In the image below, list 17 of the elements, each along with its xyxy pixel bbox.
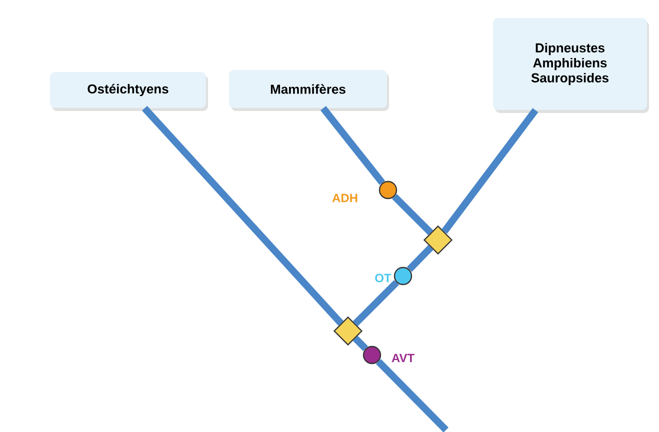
tree-branch xyxy=(352,280,400,326)
character-dot xyxy=(378,180,398,200)
taxon-box: Ostéichtyens xyxy=(50,72,208,111)
character-dot xyxy=(362,346,382,364)
tree-branch xyxy=(320,106,386,186)
tree-branch xyxy=(142,106,344,326)
gene-label: ADH xyxy=(332,194,358,202)
gene-label: OT xyxy=(375,274,392,282)
tree-branch xyxy=(376,359,448,432)
tree-branch xyxy=(406,244,434,272)
taxon-box: Mammifères xyxy=(229,70,389,111)
character-dot xyxy=(394,266,412,286)
taxon-box: Dipneustes Amphibiens Sauropsides xyxy=(493,18,649,113)
tree-branch xyxy=(392,194,434,236)
tree-branch xyxy=(352,336,368,352)
tree-branch xyxy=(441,108,538,234)
gene-label: AVT xyxy=(392,354,414,362)
